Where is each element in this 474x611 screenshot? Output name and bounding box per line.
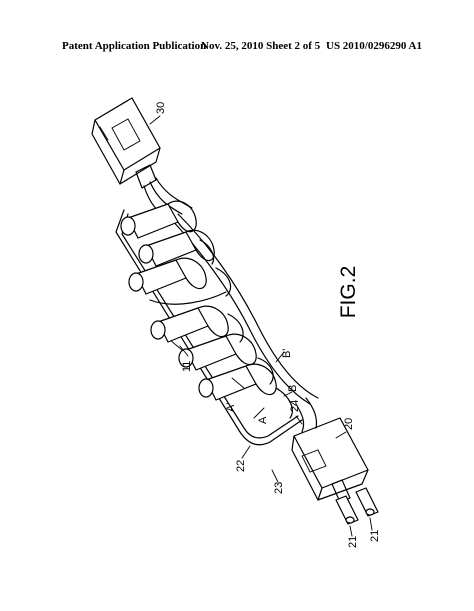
- lamp-socket-3: [128, 257, 227, 305]
- patent-number-label: US 2010/0296290 A1: [326, 40, 422, 52]
- lamp-socket-4: [150, 305, 229, 343]
- label-wire-b-prime: B': [281, 349, 293, 358]
- label-end-connector: 30: [155, 102, 167, 114]
- label-cable: 22: [235, 460, 247, 472]
- label-wire-24: 24: [289, 400, 301, 412]
- label-wire-a-prime: A': [225, 403, 237, 412]
- leader-lines: [149, 115, 373, 537]
- label-wire-b: B: [287, 385, 299, 392]
- label-prong-a: 21: [347, 536, 359, 548]
- lamp-socket-1: [120, 200, 197, 239]
- label-plug: 20: [343, 418, 355, 430]
- plug-wires: [295, 397, 318, 433]
- label-wire-a: A: [257, 416, 269, 424]
- plug-prongs: [335, 487, 379, 525]
- lamp-socket-2: [138, 229, 215, 267]
- lamp-socket-6: [198, 363, 277, 401]
- publication-label: Patent Application Publication: [62, 40, 207, 52]
- end-connector: [91, 97, 161, 189]
- socket-loops: [199, 239, 293, 419]
- plug: [291, 417, 369, 503]
- label-wire-23: 23: [273, 482, 285, 494]
- figure-title: FIG.2: [337, 266, 360, 319]
- date-sheet-label: Nov. 25, 2010 Sheet 2 of 5: [201, 40, 321, 52]
- label-prong-b: 21: [369, 530, 381, 542]
- main-cable: [115, 209, 303, 446]
- label-trunk-wire: 11: [181, 361, 193, 372]
- lamp-socket-5: [178, 333, 257, 371]
